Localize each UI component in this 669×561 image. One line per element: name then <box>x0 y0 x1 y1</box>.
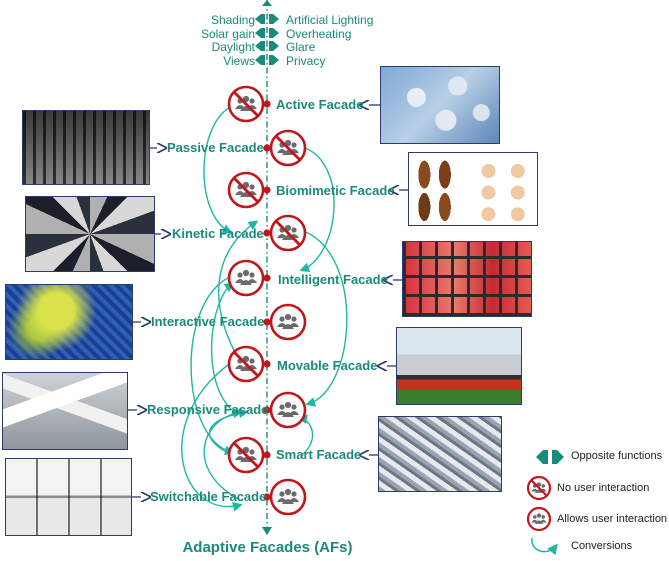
intelligent-facade-photo <box>402 241 532 317</box>
label-smart-facade: Smart Facade <box>276 447 362 462</box>
conversion-curves <box>181 105 348 512</box>
conversion-curve <box>217 220 259 363</box>
function-right: Overheating <box>286 27 352 41</box>
axis-node-dot <box>263 274 271 282</box>
opposite-arrow-left-icon <box>255 14 265 24</box>
conversion-curve <box>210 282 235 411</box>
opposite-arrow-right-icon <box>269 41 279 51</box>
axis-node-dot <box>263 406 271 414</box>
axis-arrow-bottom <box>262 527 272 535</box>
no-user-interaction-icon <box>227 85 271 123</box>
axis-node-dot <box>263 451 271 459</box>
label-intelligent-facade: Intelligent Facade <box>278 272 388 287</box>
axis-node-dot <box>263 493 271 501</box>
allows-user-interaction-icon <box>263 478 307 516</box>
axis-node-dot <box>263 186 271 194</box>
function-left: Daylight <box>211 40 255 54</box>
opposite-arrow-right-icon <box>269 14 279 24</box>
legend-allows-interaction-icon <box>526 506 552 532</box>
no-user-interaction-icon <box>227 436 271 474</box>
conversion-curve <box>190 275 235 456</box>
no-user-interaction-icon <box>227 345 271 383</box>
diagram-title: Adaptive Facades (AFs) <box>182 539 353 556</box>
label-active-facade: Active Facade <box>276 97 364 112</box>
label-responsive-facade: Responsive Facade <box>147 402 269 417</box>
responsive-facade-photo <box>2 372 128 450</box>
opposite-arrow-left-icon <box>255 55 265 65</box>
no-user-interaction-icon <box>263 214 307 252</box>
interactive-facade-photo <box>5 284 133 360</box>
allows-user-interaction-icon <box>263 391 307 429</box>
axis-node-dot <box>263 318 271 326</box>
opposite-arrow-right-icon <box>269 55 279 65</box>
axis-node-dot <box>263 100 271 108</box>
label-movable-facade: Movable Facade <box>277 358 378 373</box>
label-switchable-facade: Switchable Facade <box>150 489 267 504</box>
label-interactive-facade: Interactive Facade <box>151 314 265 329</box>
function-left: Solar gain <box>200 27 255 41</box>
allows-user-interaction-icon <box>263 303 307 341</box>
movable-facade-photo <box>396 327 522 405</box>
legend-no-interaction-label: No user interaction <box>557 482 650 494</box>
function-right: Privacy <box>286 54 326 68</box>
opposite-arrow-left-icon <box>255 28 265 38</box>
conversion-curve <box>203 105 233 234</box>
active-facade-photo <box>380 66 500 144</box>
passive-facade-photo <box>22 110 150 185</box>
conversion-curve <box>299 145 335 272</box>
legend-opposite-label: Opposite functions <box>571 450 663 462</box>
legend-no-interaction-icon <box>526 475 552 501</box>
switchable-facade-photo <box>5 458 132 536</box>
conversion-curve <box>203 408 243 501</box>
photo-connectors <box>128 105 408 497</box>
function-left: Views <box>223 54 255 68</box>
axis-node-dot <box>263 360 271 368</box>
function-right: Glare <box>286 40 316 54</box>
conversion-curve <box>305 231 348 407</box>
function-right: Artificial Lighting <box>286 13 374 27</box>
opposite-arrow-left-icon <box>255 41 265 51</box>
label-passive-facade: Passive Facade <box>167 140 264 155</box>
function-left: Shading <box>210 13 255 27</box>
kinetic-facade-photo <box>25 196 155 272</box>
no-user-interaction-icon <box>263 129 307 167</box>
legend-allows-interaction-label: Allows user interaction <box>557 513 668 525</box>
axis-node-dot <box>263 144 271 152</box>
biomimetic-facade-photo <box>408 152 538 226</box>
axis-arrow-top <box>262 0 272 6</box>
opposite-functions-arrows <box>255 14 279 65</box>
label-kinetic-facade: Kinetic Facade <box>172 226 264 241</box>
legend-conversion-icon <box>531 537 558 556</box>
allows-user-interaction-icon <box>227 259 271 297</box>
label-biomimetic-facade: Biomimetic Facade <box>276 183 395 198</box>
conversion-curve <box>181 361 243 512</box>
smart-facade-photo <box>378 416 502 492</box>
no-user-interaction-icon <box>227 171 271 209</box>
axis-node-dot <box>263 229 271 237</box>
legend-conversions-label: Conversions <box>571 540 633 552</box>
opposite-arrow-right-icon <box>269 28 279 38</box>
legend-opposite-icon <box>536 450 564 464</box>
